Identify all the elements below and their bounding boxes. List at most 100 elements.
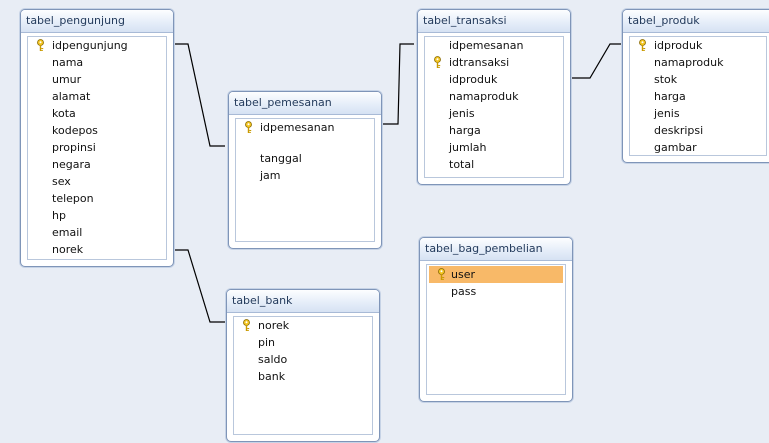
table-title[interactable]: tabel_pengunjung (21, 10, 173, 33)
field-label: stok (654, 73, 678, 86)
field-row[interactable]: jam (236, 167, 374, 184)
field-row[interactable]: pin (234, 334, 372, 351)
field-label: sex (52, 175, 71, 188)
field-label: alamat (52, 90, 91, 103)
field-row[interactable]: kota (28, 105, 166, 122)
field-label: norek (52, 243, 84, 256)
field-row[interactable]: harga (425, 122, 563, 139)
field-label: deskripsi (654, 124, 704, 137)
field-label: jumlah (449, 141, 487, 154)
field-row[interactable]: idtransaksi (425, 54, 563, 71)
table-bank[interactable]: tabel_bank norek pin saldo bank (226, 289, 380, 442)
field-list: user pass (426, 264, 566, 395)
field-row[interactable]: jenis (425, 105, 563, 122)
field-row-selected[interactable]: user (429, 266, 563, 283)
relationship-pengunjung-pemesanan[interactable] (175, 43, 225, 147)
field-row[interactable]: idpemesanan (236, 119, 374, 136)
field-label: idpengunjung (52, 39, 128, 52)
field-label: pin (258, 336, 276, 349)
field-row[interactable]: pass (427, 283, 565, 300)
field-label: idpemesanan (449, 39, 524, 52)
field-row[interactable]: tanggal (236, 150, 374, 167)
field-row[interactable]: alamat (28, 88, 166, 105)
field-list: idpemesanan idtransaksi idproduk namapro… (424, 36, 564, 178)
table-title[interactable]: tabel_produk (623, 10, 769, 33)
field-row[interactable]: nama (28, 54, 166, 71)
field-row[interactable]: negara (28, 156, 166, 173)
field-row[interactable]: umur (28, 71, 166, 88)
field-label: nama (52, 56, 84, 69)
table-title[interactable]: tabel_transaksi (418, 10, 570, 33)
field-row[interactable]: deskripsi (630, 122, 766, 139)
field-row[interactable]: jenis (630, 105, 766, 122)
field-label: gambar (654, 141, 697, 154)
field-row[interactable]: idproduk (630, 37, 766, 54)
field-row[interactable]: bank (234, 368, 372, 385)
table-title[interactable]: tabel_bag_pembelian (420, 238, 572, 261)
field-row[interactable]: jumlah (425, 139, 563, 156)
key-icon (37, 39, 44, 51)
field-label: norek (258, 319, 290, 332)
relationship-pengunjung-bank[interactable] (175, 249, 225, 323)
field-label: pass (451, 285, 477, 298)
field-label: saldo (258, 353, 288, 366)
field-label: idproduk (449, 73, 498, 86)
field-label: idproduk (654, 39, 703, 52)
field-label: kota (52, 107, 76, 120)
field-row[interactable]: saldo (234, 351, 372, 368)
key-icon (434, 56, 441, 68)
field-label: harga (654, 90, 686, 103)
field-row[interactable]: email (28, 224, 166, 241)
key-icon (245, 121, 252, 133)
table-title[interactable]: tabel_pemesanan (229, 92, 381, 115)
table-pemesanan[interactable]: tabel_pemesanan idpemesanan tanggal jam (228, 91, 382, 249)
field-row[interactable]: kodepos (28, 122, 166, 139)
field-row[interactable]: gambar (630, 139, 766, 156)
field-row[interactable]: telepon (28, 190, 166, 207)
field-row[interactable]: idpemesanan (425, 37, 563, 54)
key-icon (438, 268, 445, 280)
field-label: namaproduk (654, 56, 724, 69)
field-label: jenis (449, 107, 475, 120)
field-label: tanggal (260, 152, 302, 165)
field-label: telepon (52, 192, 94, 205)
field-label: idpemesanan (260, 121, 335, 134)
field-label: hp (52, 209, 66, 222)
field-list: idpengunjung nama umur alamat kota kodep… (27, 36, 167, 260)
field-row[interactable]: harga (630, 88, 766, 105)
field-row[interactable]: idpengunjung (28, 37, 166, 54)
field-list: idpemesanan tanggal jam (235, 118, 375, 242)
field-label: user (451, 268, 475, 281)
key-icon (639, 39, 646, 51)
field-row[interactable]: norek (234, 317, 372, 334)
field-label: bank (258, 370, 286, 383)
field-row[interactable]: total (425, 156, 563, 173)
field-row[interactable]: namaproduk (425, 88, 563, 105)
relationship-pemesanan-transaksi[interactable] (383, 43, 414, 125)
table-bag-pembelian[interactable]: tabel_bag_pembelian user pass (419, 237, 573, 402)
field-row[interactable]: idproduk (425, 71, 563, 88)
field-label: idtransaksi (449, 56, 510, 69)
field-row[interactable]: sex (28, 173, 166, 190)
table-produk[interactable]: tabel_produk idproduk namaproduk stok ha… (622, 9, 769, 163)
field-row[interactable]: stok (630, 71, 766, 88)
field-label: total (449, 158, 475, 171)
field-list: norek pin saldo bank (233, 316, 373, 435)
field-label: harga (449, 124, 481, 137)
field-label: email (52, 226, 83, 239)
field-label: jam (260, 169, 281, 182)
field-label: negara (52, 158, 91, 171)
table-pengunjung[interactable]: tabel_pengunjung idpengunjung nama umur … (20, 9, 174, 267)
field-row[interactable]: norek (28, 241, 166, 258)
field-row[interactable]: namaproduk (630, 54, 766, 71)
relationship-transaksi-produk[interactable] (571, 43, 625, 79)
field-label: kodepos (52, 124, 98, 137)
field-label: jenis (654, 107, 680, 120)
table-transaksi[interactable]: tabel_transaksi idpemesanan idtransaksi … (417, 9, 571, 185)
field-row[interactable]: hp (28, 207, 166, 224)
field-row[interactable]: propinsi (28, 139, 166, 156)
field-list: idproduk namaproduk stok harga jenis des… (629, 36, 767, 156)
table-title[interactable]: tabel_bank (227, 290, 379, 313)
field-label: namaproduk (449, 90, 519, 103)
